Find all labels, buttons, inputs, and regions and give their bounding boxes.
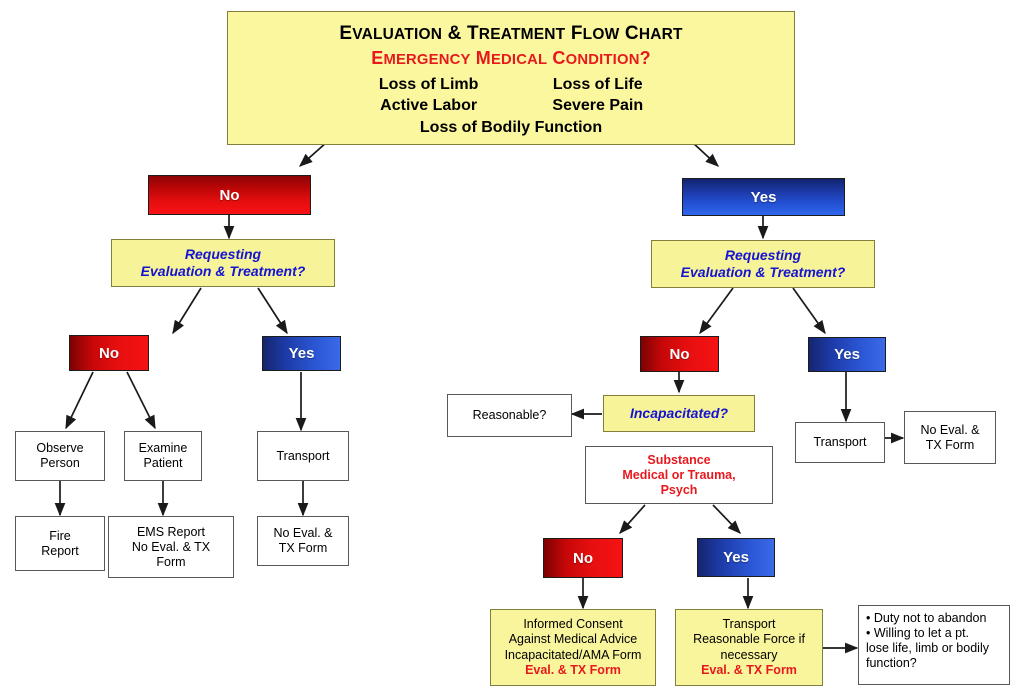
box-fire-report[interactable]: Fire Report [15, 516, 105, 571]
box-line-1: Examine [138, 441, 188, 455]
chip-yes-bottom[interactable]: Yes [697, 538, 775, 577]
criteria-column-right: Loss of Life Severe Pain [552, 74, 643, 116]
chip-no-left-top[interactable]: No [148, 175, 311, 215]
box-line-2: Person [40, 456, 80, 470]
chip-label: Yes [750, 188, 777, 206]
criteria-loss-of-limb: Loss of Limb [378, 76, 479, 93]
chip-no-bottom[interactable]: No [543, 538, 623, 578]
chip-label: No [219, 186, 240, 204]
chip-yes-left-mid[interactable]: Yes [262, 336, 341, 371]
box-reasonable[interactable]: Reasonable? [447, 394, 572, 437]
box-line-3: Incapacitated/AMA Form [504, 647, 642, 662]
decision-incapacitated[interactable]: Incapacitated? [603, 395, 755, 432]
box-line-1: Transport [722, 616, 776, 631]
chip-no-right-mid[interactable]: No [640, 336, 719, 372]
decision-requesting-left[interactable]: Requesting Evaluation & Treatment? [111, 239, 335, 287]
title-line-1: EVALUATION & TREATMENT FLOW CHART [339, 23, 683, 44]
decision-line-1: Requesting [724, 247, 802, 263]
box-substance[interactable]: Substance Medical or Trauma, Psych [585, 446, 773, 504]
box-line-1: No Eval. & [273, 526, 333, 540]
box-line-3: Form [156, 554, 186, 569]
box-line-4: Eval. & TX Form [525, 663, 621, 677]
box-line-2: No Eval. & TX [131, 539, 211, 554]
criteria-column-left: Loss of Limb Active Labor [379, 74, 479, 116]
chip-label: Yes [723, 549, 749, 566]
box-line-3: Psych [660, 482, 698, 497]
box-informed-consent[interactable]: Informed Consent Against Medical Advice … [490, 609, 656, 686]
box-duty-considerations[interactable]: • Duty not to abandon • Willing to let a… [858, 605, 1010, 685]
bullet-duty-not-to-abandon: • Duty not to abandon [866, 611, 987, 625]
box-line-2: TX Form [925, 437, 975, 452]
box-transport-reasonable-force[interactable]: Transport Reasonable Force if necessary … [675, 609, 823, 686]
box-line-1: Informed Consent [523, 616, 623, 631]
box-line-2: Reasonable Force if [693, 632, 805, 646]
chip-label: Yes [834, 346, 860, 363]
box-line-2: Against Medical Advice [508, 632, 638, 646]
chip-label: No [99, 344, 119, 362]
chip-yes-right-top[interactable]: Yes [682, 178, 845, 216]
box-ems-report[interactable]: EMS Report No Eval. & TX Form [108, 516, 234, 578]
decision-line-2: Evaluation & Treatment? [140, 263, 306, 279]
title-line-2: EMERGENCY MEDICAL CONDITION? [371, 48, 651, 68]
bullet-lose-life-limb: lose life, limb or bodily [866, 641, 989, 655]
bullet-willing-to-let: • Willing to let a pt. [866, 626, 970, 640]
chip-no-left-mid[interactable]: No [69, 335, 149, 371]
chip-yes-right-mid[interactable]: Yes [808, 337, 886, 372]
bullet-function: function? [866, 656, 917, 670]
criteria-loss-of-bodily-function: Loss of Bodily Function [419, 119, 603, 136]
box-line-1: Substance [647, 452, 711, 467]
criteria-severe-pain: Severe Pain [552, 97, 644, 114]
box-line-4: Eval. & TX Form [701, 663, 797, 677]
box-line-1: EMS Report [136, 524, 206, 539]
box-transport-left[interactable]: Transport [257, 431, 349, 481]
decision-line-1: Requesting [184, 246, 262, 262]
box-line-3: necessary [720, 647, 778, 662]
box-line-2: Report [41, 543, 79, 558]
box-examine-patient[interactable]: Examine Patient [124, 431, 202, 481]
decision-line-1: Incapacitated? [629, 405, 729, 421]
decision-requesting-right[interactable]: Requesting Evaluation & Treatment? [651, 240, 875, 288]
box-no-eval-tx-form-right[interactable]: No Eval. & TX Form [904, 411, 996, 464]
chip-label: Yes [288, 345, 315, 362]
box-line-2: Patient [143, 456, 183, 470]
box-line-2: TX Form [278, 541, 328, 555]
box-line-1: No Eval. & [920, 422, 980, 437]
box-line-1: Fire [49, 528, 71, 543]
box-transport-right[interactable]: Transport [795, 422, 885, 463]
box-observe-person[interactable]: Observe Person [15, 431, 105, 481]
box-line-1: Observe [36, 441, 84, 455]
criteria-loss-of-life: Loss of Life [552, 76, 643, 93]
box-line-1: Transport [813, 435, 867, 449]
box-line-2: Medical or Trauma, [622, 467, 736, 482]
box-line-1: Transport [276, 448, 330, 463]
criteria-active-labor: Active Labor [380, 97, 478, 114]
box-line-1: Reasonable? [472, 408, 547, 422]
chip-label: No [573, 549, 593, 567]
box-no-eval-tx-form-left[interactable]: No Eval. & TX Form [257, 516, 349, 566]
chip-label: No [669, 345, 690, 363]
title-banner: EVALUATION & TREATMENT FLOW CHART EMERGE… [227, 11, 795, 145]
title-criteria-columns: Loss of Limb Active Labor Loss of Life S… [379, 74, 643, 116]
decision-line-2: Evaluation & Treatment? [680, 264, 846, 280]
